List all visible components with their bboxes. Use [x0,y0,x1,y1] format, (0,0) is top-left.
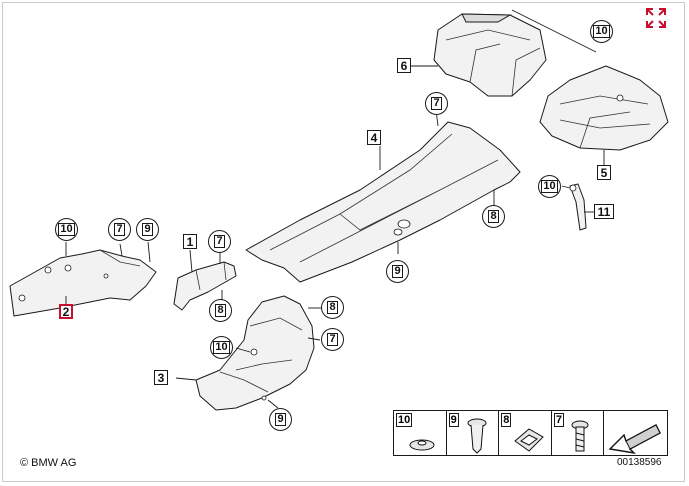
image-number: 00138596 [617,457,662,468]
heat-shield-part-6[interactable] [433,13,547,97]
tunnel-heat-shield-part-4[interactable] [245,121,521,283]
label-part-7-bracket-text: 7 [214,235,225,248]
label-part-11[interactable]: 11 [594,204,614,219]
legend-num-9: 9 [448,413,459,427]
label-part-8-bracket-text: 8 [215,304,226,317]
label-part-4[interactable]: 4 [367,130,381,145]
label-part-8-bracket[interactable]: 8 [209,299,232,322]
screw-icon [571,420,589,452]
label-part-5[interactable]: 5 [597,165,611,180]
push-rivet-icon [467,418,487,454]
label-part-9-mid-text: 9 [392,265,403,278]
label-part-1[interactable]: 1 [183,234,197,249]
label-part-2[interactable]: 2 [59,304,73,319]
label-part-7-bracket[interactable]: 7 [208,230,231,253]
label-part-7-left-text: 7 [114,223,125,236]
clip-nut-icon [409,439,435,451]
copyright-text: © BMW AG [20,457,77,469]
label-part-8-right[interactable]: 8 [482,205,505,228]
leader-lines [65,9,605,409]
label-part-9-mid[interactable]: 9 [386,260,409,283]
strap-part-11[interactable] [569,183,587,231]
legend-cell-arrow[interactable] [604,411,667,455]
bracket-part-2[interactable] [9,249,157,317]
label-part-10-left[interactable]: 10 [55,218,78,241]
heat-shield-part-5[interactable] [539,65,669,151]
label-part-10-lower-text: 10 [213,341,230,354]
spring-nut-icon [514,428,545,452]
label-part-8-lower-text: 8 [327,301,338,314]
label-part-10-lower[interactable]: 10 [210,336,233,359]
legend-cell-screw[interactable]: 7 [552,411,605,455]
label-part-10-right-text: 10 [541,180,558,193]
legend-num-10: 10 [396,413,413,427]
label-part-6[interactable]: 6 [397,58,411,73]
label-part-8-lower[interactable]: 8 [321,296,344,319]
label-part-9-lower[interactable]: 9 [269,408,292,431]
legend-num-7: 7 [553,413,564,427]
label-part-9-lower-text: 9 [275,413,286,426]
label-part-8-right-text: 8 [488,210,499,223]
label-part-3[interactable]: 3 [154,370,168,385]
label-part-7-lower-text: 7 [327,333,338,346]
legend-cell-push-rivet[interactable]: 9 [447,411,500,455]
bracket-part-1[interactable] [173,261,237,311]
legend-num-8: 8 [501,413,512,427]
label-part-10-left-text: 10 [58,223,75,236]
arrow-wedge-icon [608,424,662,455]
legend-cell-spring-nut[interactable]: 8 [499,411,552,455]
heat-shield-part-3[interactable] [195,295,315,411]
label-part-10-top-text: 10 [593,25,610,38]
expand-icon[interactable] [644,6,668,30]
label-part-7-top[interactable]: 7 [425,92,448,115]
legend-cell-clip-nut[interactable]: 10 [394,411,447,455]
fastener-legend: 10 9 8 7 [393,410,668,456]
label-part-9-left[interactable]: 9 [136,218,159,241]
label-part-7-lower[interactable]: 7 [321,328,344,351]
label-part-10-right[interactable]: 10 [538,175,561,198]
label-part-10-top[interactable]: 10 [590,20,613,43]
label-part-9-left-text: 9 [142,223,153,236]
label-part-7-left[interactable]: 7 [108,218,131,241]
label-part-7-top-text: 7 [431,97,442,110]
